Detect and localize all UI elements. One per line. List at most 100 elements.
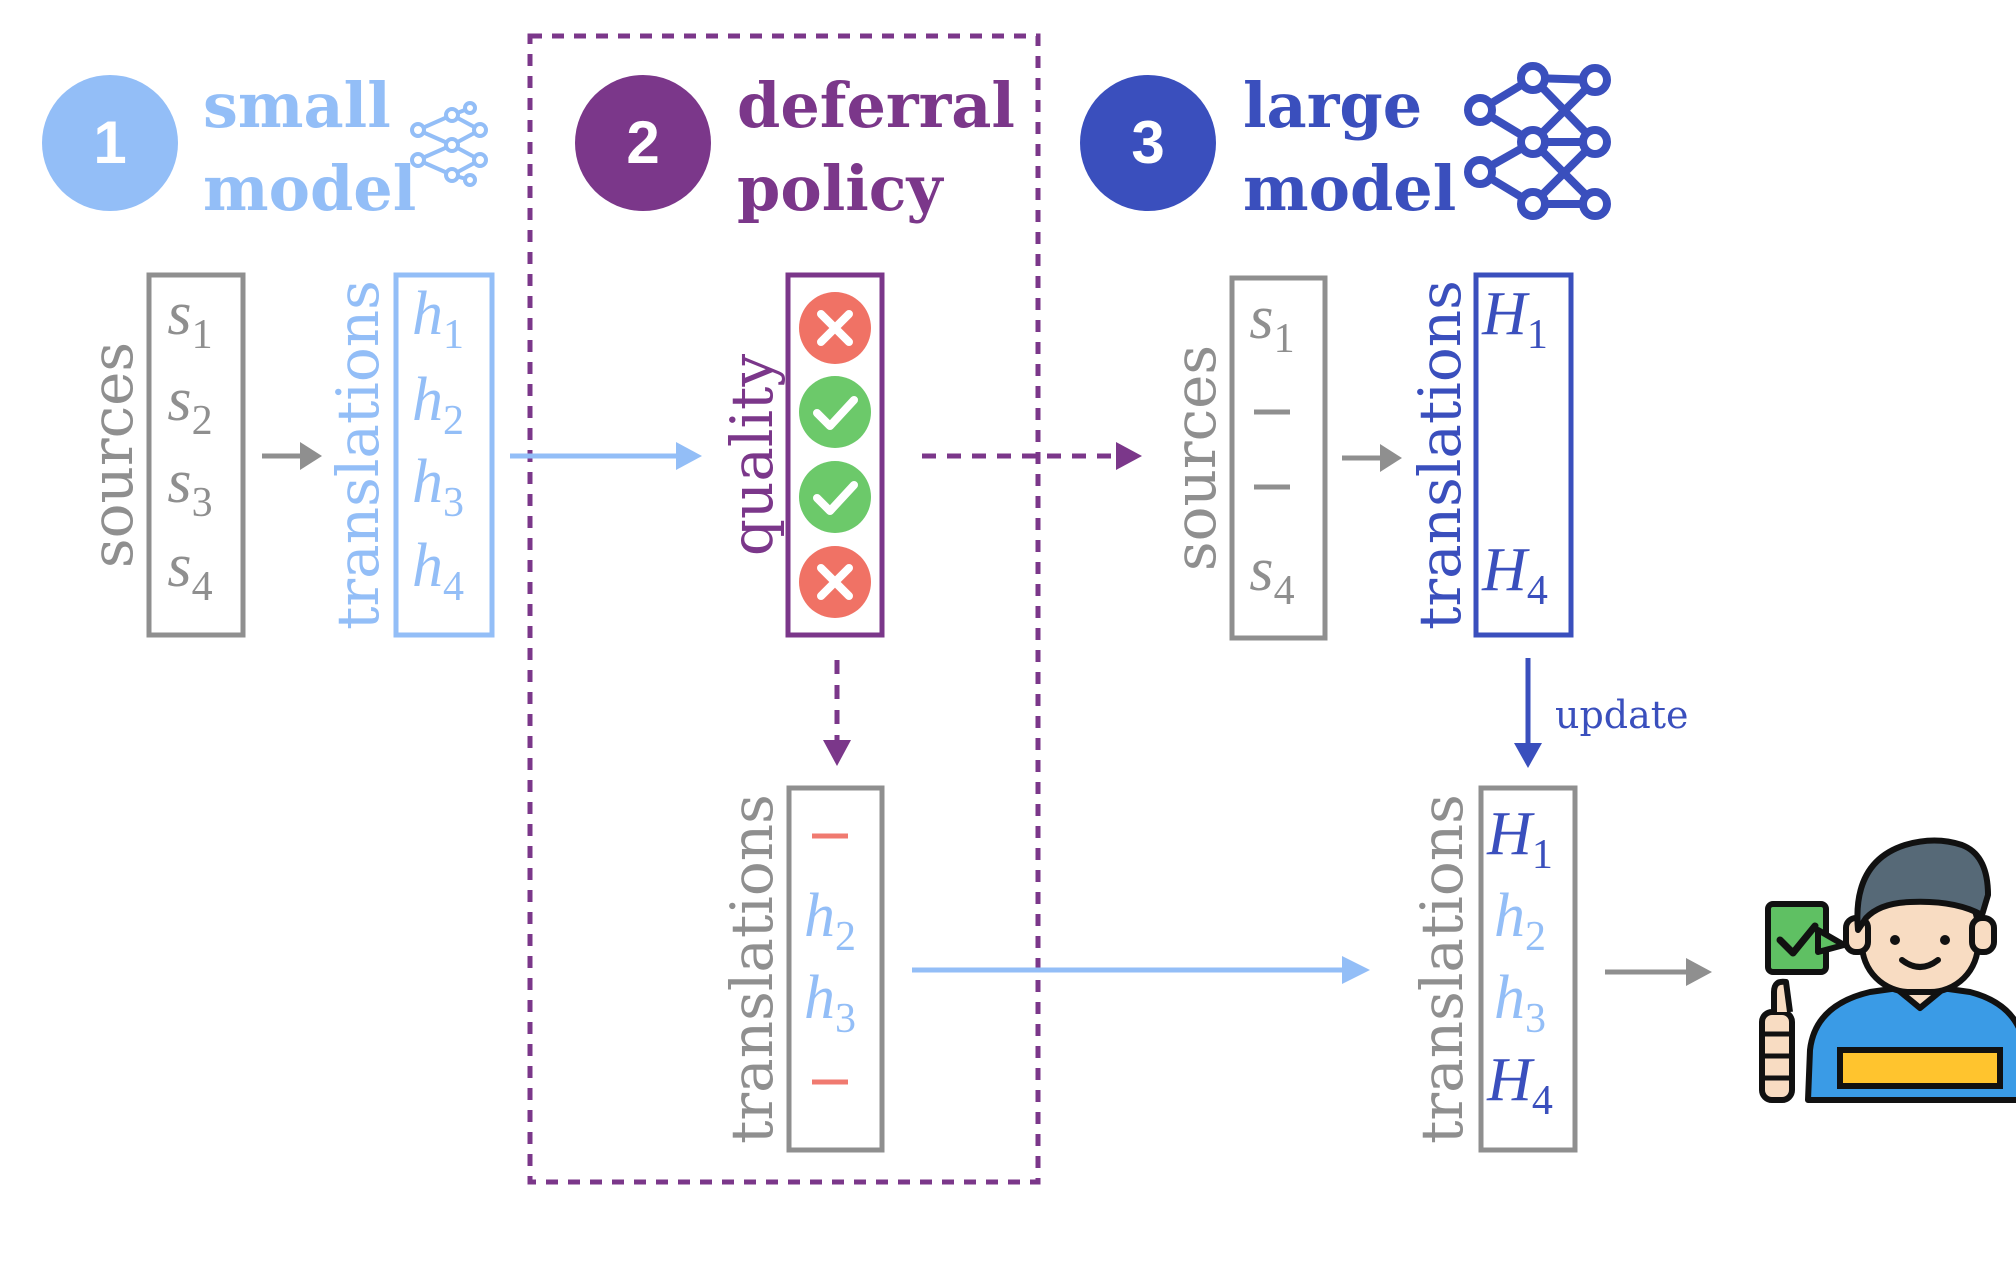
step-1-title-line1: small — [203, 69, 391, 142]
arrow-kept-to-final — [912, 956, 1370, 984]
arrow-translations-to-quality — [510, 442, 702, 470]
final-translation-item-base: H — [1486, 800, 1535, 868]
small-translation-item: h3 — [412, 448, 464, 526]
step-2-title-line2: policy — [737, 152, 945, 225]
large-translation-item-base: H — [1481, 536, 1530, 604]
large-sources-box — [1229, 275, 1328, 641]
reject-icon — [799, 546, 871, 618]
kept-translation-item-base: h — [804, 882, 835, 950]
large-translation-item: H1 — [1481, 280, 1548, 358]
large-sources-label: sources — [1161, 345, 1229, 571]
final-translation-item-subscript: 1 — [1532, 832, 1553, 878]
small-source-item-base: s — [167, 448, 191, 516]
small-source-item-subscript: 3 — [192, 480, 213, 526]
kept-translation-item: h2 — [804, 882, 856, 960]
small-sources-box — [146, 272, 246, 638]
small-source-item-base: s — [167, 532, 191, 600]
quality-list — [799, 292, 871, 618]
large-translation-item-base: H — [1481, 280, 1530, 348]
small-translation-item-subscript: 2 — [443, 398, 464, 444]
reject-icon — [799, 292, 871, 364]
arrow-large-sources-to-translations — [1342, 444, 1402, 472]
final-translation-item-base: h — [1494, 882, 1525, 950]
step-3-header: 3 large model — [1080, 62, 1611, 225]
large-translations-box — [1473, 272, 1574, 638]
small-source-item-base: s — [167, 366, 191, 434]
large-source-item-base: s — [1249, 284, 1273, 352]
small-source-item-base: s — [167, 280, 191, 348]
small-source-item-subscript: 1 — [192, 312, 213, 358]
large-network-icon — [1464, 62, 1611, 220]
quality-label: quality — [718, 354, 786, 556]
update-label: update — [1555, 693, 1689, 737]
large-translations-label: translations — [1406, 280, 1474, 630]
final-translation-item-subscript: 2 — [1525, 914, 1546, 960]
small-translation-item-base: h — [412, 532, 443, 600]
small-translations-box — [393, 272, 495, 638]
small-source-item: s2 — [167, 366, 212, 444]
large-translation-item-subscript: 4 — [1527, 568, 1548, 614]
final-translation-item-base: h — [1494, 964, 1525, 1032]
small-sources-label: sources — [78, 342, 146, 568]
arrow-quality-to-kept — [823, 660, 851, 766]
step-1-header: 1 small model — [42, 69, 488, 225]
deferral-policy-frame — [527, 33, 1041, 1185]
small-source-item-subscript: 2 — [192, 398, 213, 444]
final-translation-item: H4 — [1486, 1046, 1553, 1124]
step-2-number: 2 — [626, 109, 659, 176]
final-translation-item-base: H — [1486, 1046, 1535, 1114]
kept-translation-item-base: h — [804, 964, 835, 1032]
final-translations-label: translations — [1408, 794, 1476, 1144]
large-source-item: s1 — [1249, 284, 1294, 362]
small-translation-item-base: h — [412, 448, 443, 516]
small-translation-item-subscript: 4 — [443, 564, 464, 610]
small-translation-item-subscript: 1 — [443, 312, 464, 358]
small-translation-item: h4 — [412, 532, 464, 610]
arrow-final-to-user — [1605, 958, 1712, 986]
step-1-badge — [42, 75, 178, 211]
quality-box — [785, 272, 885, 638]
small-source-item: s3 — [167, 448, 212, 526]
small-source-item-subscript: 4 — [192, 564, 213, 610]
step-2-header: 2 deferral policy — [575, 69, 1015, 225]
step-3-title-line2: model — [1243, 152, 1456, 225]
small-translations-label: translations — [324, 280, 392, 630]
final-translation-item-subscript: 4 — [1532, 1078, 1553, 1124]
large-source-item: s4 — [1249, 536, 1294, 614]
final-translation-item: h2 — [1494, 882, 1546, 960]
final-translations-box — [1478, 785, 1578, 1153]
step-1-number: 1 — [93, 109, 126, 176]
small-source-item: s1 — [167, 280, 212, 358]
kept-translation-item: h3 — [804, 964, 856, 1042]
step-3-title-line1: large — [1243, 69, 1422, 142]
large-sources-list: s1 s4 — [1249, 284, 1294, 614]
step-2-title-line1: deferral — [737, 69, 1015, 142]
step-3-badge — [1080, 75, 1216, 211]
final-translation-item: H1 — [1486, 800, 1553, 878]
final-translation-item-subscript: 3 — [1525, 996, 1546, 1042]
large-source-item-subscript: 1 — [1274, 316, 1295, 362]
small-translation-item-base: h — [412, 280, 443, 348]
small-network-icon — [410, 101, 488, 187]
step-2-badge — [575, 75, 711, 211]
final-translation-item: h3 — [1494, 964, 1546, 1042]
arrow-update — [1514, 658, 1542, 768]
kept-translations-label: translations — [718, 794, 786, 1144]
small-translation-item-base: h — [412, 366, 443, 434]
step-3-number: 3 — [1131, 109, 1164, 176]
arrow-defer-to-large — [922, 442, 1142, 470]
accept-icon — [799, 461, 871, 533]
kept-translation-item-subscript: 3 — [835, 996, 856, 1042]
kept-translation-item-subscript: 2 — [835, 914, 856, 960]
large-translation-item: H4 — [1481, 536, 1548, 614]
small-source-item: s4 — [167, 532, 212, 610]
accept-icon — [799, 376, 871, 448]
step-1-title-line2: model — [203, 152, 416, 225]
kept-translations-box — [786, 785, 885, 1153]
